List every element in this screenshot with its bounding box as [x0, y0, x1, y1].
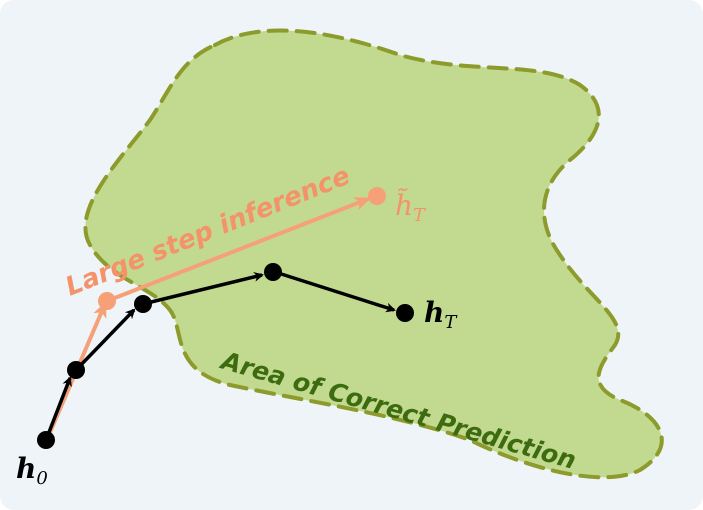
- path-arrow-3: [142, 272, 264, 306]
- path-arrow-4: [274, 270, 396, 313]
- path-arrow-2: [74, 308, 136, 372]
- path-arrow-1: [44, 376, 72, 441]
- path-point-end: [396, 304, 414, 322]
- start-point-label: h0: [16, 452, 48, 489]
- large-step-end-point: [368, 187, 386, 205]
- correct-prediction-region: [83, 28, 664, 480]
- path-point-start: [37, 431, 55, 449]
- path-point-2: [67, 361, 85, 379]
- end-point-label: hT: [424, 296, 458, 333]
- large-step-start-point: [98, 292, 116, 310]
- large-step-endpoint-label: h̃T: [395, 188, 427, 226]
- path-point-4: [264, 263, 282, 281]
- path-point-3: [134, 295, 152, 313]
- large-step-long-arrow: [106, 197, 371, 303]
